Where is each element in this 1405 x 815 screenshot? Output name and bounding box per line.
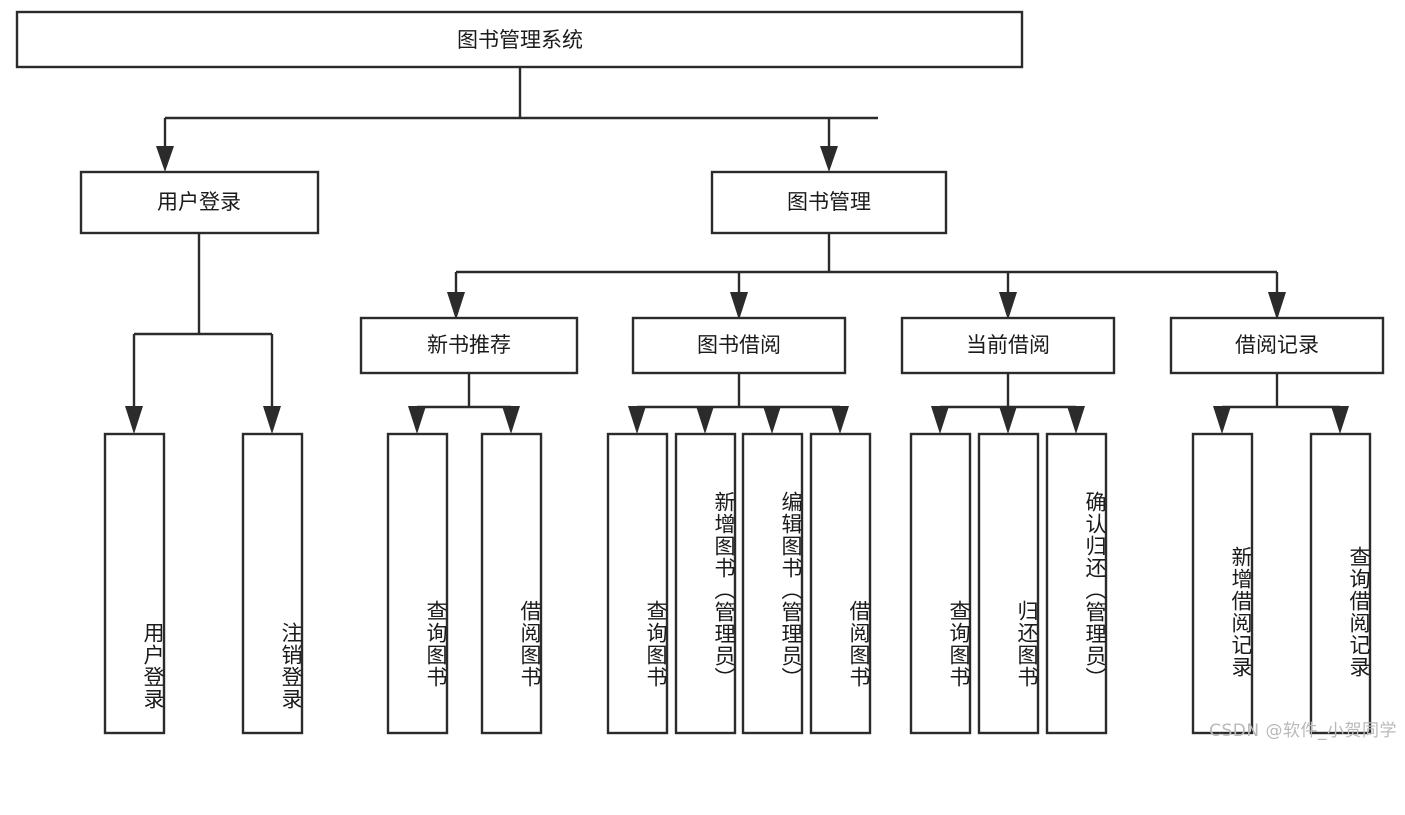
leaf-box-add-book[interactable]: [674, 432, 737, 735]
arrow-head-leaf-confirm-return: [1067, 406, 1085, 434]
node-book-borrow[interactable]: 图书借阅: [631, 316, 847, 375]
leaf-box-borrow-book-1[interactable]: [480, 432, 543, 735]
leaf-box-user-login[interactable]: [103, 432, 166, 735]
leaf-box-query-book-2[interactable]: [606, 432, 669, 735]
arrow-head-user-login: [156, 146, 174, 172]
connector-root-to-level2: [156, 67, 878, 172]
node-book-management-box[interactable]: [710, 170, 948, 235]
leaf-box-logout-login[interactable]: [241, 432, 304, 735]
node-current-borrow-box[interactable]: [900, 316, 1116, 375]
node-root-label: 图书管理系统: [457, 28, 583, 52]
node-borrow-record-box[interactable]: [1169, 316, 1385, 375]
arrow-head-leaf-query-book-2: [628, 406, 646, 434]
node-book-borrow-label: 图书借阅: [697, 333, 781, 357]
arrow-head-leaf-return-book: [999, 406, 1017, 434]
arrow-head-leaf-query-book-1: [408, 406, 426, 434]
leaf-box-borrow-book-2[interactable]: [809, 432, 872, 735]
leaf-box-return-book[interactable]: [977, 432, 1040, 735]
leaf-box-query-book-1[interactable]: [386, 432, 449, 735]
node-new-book-recommend-label: 新书推荐: [427, 333, 511, 357]
tree-diagram-svg: 图书管理系统 用户登录 图书管理 新书推荐 图书借阅 当前借阅 借阅记录: [15, 10, 1385, 735]
leaf-boxes-new-book-recommend: [386, 432, 543, 735]
leaf-boxes-current-borrow: [909, 432, 1108, 735]
connector-book-management-to-level3: [447, 233, 1286, 320]
node-book-management-label: 图书管理: [787, 190, 871, 214]
leaf-boxes-book-borrow: [606, 432, 872, 735]
leaf-box-edit-book[interactable]: [741, 432, 804, 735]
leaf-box-query-record[interactable]: [1309, 432, 1372, 735]
node-user-login-label: 用户登录: [157, 190, 241, 214]
arrow-head-book-borrow: [730, 292, 748, 320]
arrow-head-leaf-add-record: [1213, 406, 1231, 434]
node-new-book-recommend-box[interactable]: [359, 316, 579, 375]
node-root[interactable]: 图书管理系统: [15, 10, 1024, 69]
arrow-head-leaf-edit-book: [763, 406, 781, 434]
node-root-box[interactable]: [15, 10, 1024, 69]
csdn-watermark: CSDN @软件_小贺同学: [1209, 721, 1397, 741]
arrow-head-leaf-query-record: [1331, 406, 1349, 434]
node-book-borrow-box[interactable]: [631, 316, 847, 375]
node-new-book-recommend[interactable]: 新书推荐: [359, 316, 579, 375]
leaf-box-confirm-return[interactable]: [1045, 432, 1108, 735]
arrow-head-leaf-borrow-book-2: [831, 406, 849, 434]
leaf-boxes-user-login: [103, 432, 304, 735]
arrow-head-current-borrow: [999, 292, 1017, 320]
arrow-head-leaf-add-book: [696, 406, 714, 434]
arrow-head-leaf-query-book-3: [931, 406, 949, 434]
node-borrow-record-label: 借阅记录: [1235, 333, 1319, 357]
arrow-head-leaf-logout-login: [263, 406, 281, 434]
node-book-management[interactable]: 图书管理: [710, 170, 948, 235]
diagram-canvas: 图书管理系统 用户登录 图书管理 新书推荐 图书借阅 当前借阅 借阅记录: [15, 10, 1397, 741]
connector-current-borrow-to-leaves: [931, 373, 1085, 434]
arrow-head-leaf-user-login: [125, 406, 143, 434]
node-user-login[interactable]: 用户登录: [79, 170, 320, 235]
arrow-head-book-management: [820, 146, 838, 172]
arrow-head-borrow-record: [1268, 292, 1286, 320]
connector-borrow-record-to-leaves: [1213, 373, 1349, 434]
node-current-borrow-label: 当前借阅: [966, 333, 1050, 357]
node-user-login-box[interactable]: [79, 170, 320, 235]
connector-new-book-recommend-to-leaves: [408, 373, 520, 434]
connector-user-login-to-leaves: [125, 233, 281, 434]
arrow-head-leaf-borrow-book-1: [502, 406, 520, 434]
node-borrow-record[interactable]: 借阅记录: [1169, 316, 1385, 375]
leaf-box-add-record[interactable]: [1191, 432, 1254, 735]
leaf-box-query-book-3[interactable]: [909, 432, 972, 735]
leaf-boxes-borrow-record: [1191, 432, 1372, 735]
arrow-head-new-book-recommend: [447, 292, 465, 320]
connector-book-borrow-to-leaves: [628, 373, 849, 434]
node-current-borrow[interactable]: 当前借阅: [900, 316, 1116, 375]
